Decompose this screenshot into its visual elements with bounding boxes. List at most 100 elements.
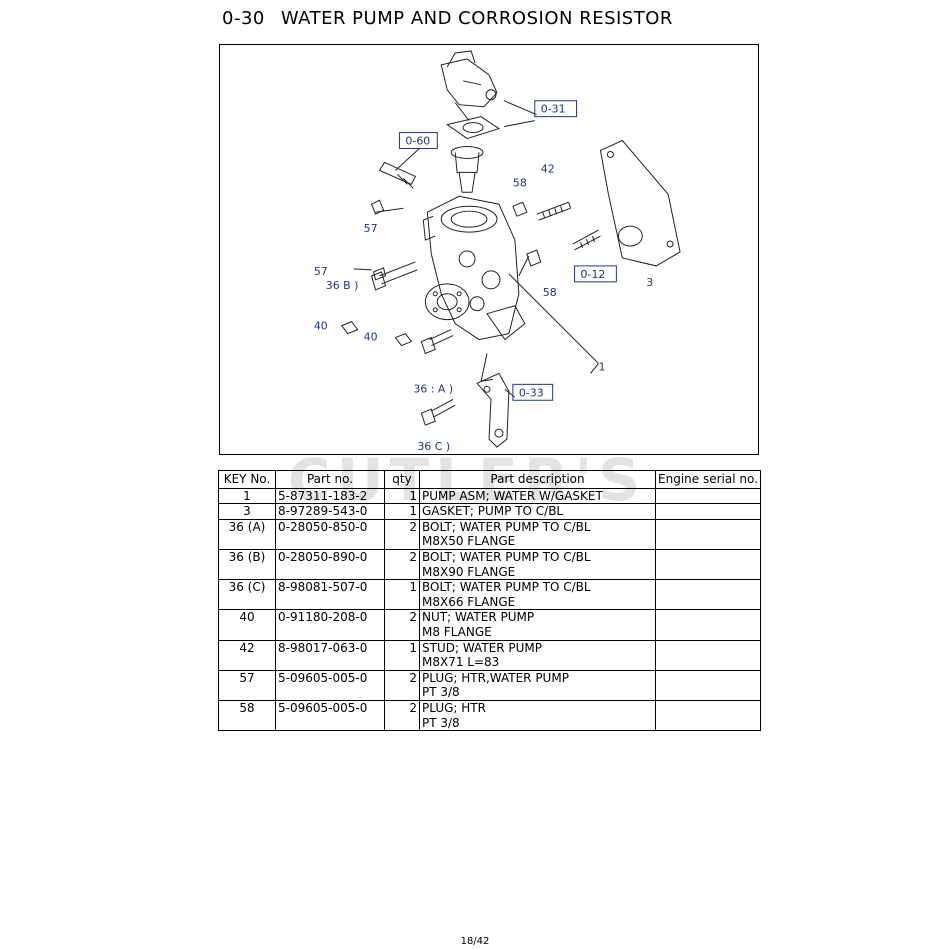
cell-description: GASKET; PUMP TO C/BL: [419, 503, 656, 520]
desc-line-1: BOLT; WATER PUMP TO C/BL: [422, 580, 591, 595]
desc-line-2: PT 3/8: [422, 715, 460, 730]
desc-line-1: STUD; WATER PUMP: [422, 640, 542, 655]
gasket-top: [446, 116, 501, 140]
cell-qty: 2: [384, 609, 420, 641]
cell-key: 42: [218, 639, 276, 671]
col-serial: Engine serial no.: [655, 470, 761, 489]
bolt-36b: [379, 261, 418, 285]
gasket-3: [599, 139, 681, 267]
cell-serial: [655, 503, 761, 520]
table-row: 36 (B) 0-28050-890-0 2 BOLT; WATER PUMP …: [218, 548, 761, 581]
cell-serial: [655, 548, 761, 581]
ref-0-60[interactable]: 0-60: [405, 135, 430, 148]
desc-line-1: BOLT; WATER PUMP TO C/BL: [422, 519, 591, 534]
key-36c: 36 C ): [417, 440, 450, 453]
key-36b: 36 B ): [326, 279, 359, 292]
cell-qty: 2: [384, 699, 420, 732]
page-number: 18/42: [460, 936, 490, 947]
section-title: WATER PUMP AND CORROSION RESISTOR: [280, 8, 673, 29]
key-57-top: 57: [364, 222, 378, 235]
key-40: 40: [364, 331, 378, 344]
col-description: Part description: [419, 470, 656, 489]
table-row: 36 (A) 0-28050-850-0 2 BOLT; WATER PUMP …: [218, 518, 761, 550]
cell-description: PUMP ASM; WATER W/GASKET: [419, 487, 656, 505]
cell-key: 1: [218, 487, 276, 505]
col-qty: qty: [384, 470, 420, 489]
desc-line-1: BOLT; WATER PUMP TO C/BL: [422, 549, 591, 564]
table-header-row: KEY No. Part no. qty Part description En…: [218, 470, 761, 489]
bracket-0-33: [476, 372, 510, 448]
pump-flange: [424, 283, 470, 321]
ref-0-33[interactable]: 0-33: [519, 386, 544, 399]
cell-qty: 2: [384, 669, 420, 701]
desc-line-2: M8 FLANGE: [422, 624, 492, 639]
parts-illustration: 0-31 0-60 0-12 0-33 42 58 57 57 36 B ) 5…: [314, 50, 681, 453]
table-row: 3 8-97289-543-0 1 GASKET; PUMP TO C/BL: [218, 503, 761, 520]
cell-part-no: 0-28050-850-0: [275, 518, 385, 550]
desc-line-1: PUMP ASM; WATER W/GASKET: [422, 488, 603, 503]
ref-0-12[interactable]: 0-12: [581, 268, 606, 281]
desc-line-1: PLUG; HTR: [422, 700, 486, 715]
desc-line-2: PT 3/8: [422, 685, 460, 700]
key-58-top: 58: [513, 176, 527, 189]
desc-line-1: NUT; WATER PUMP: [422, 610, 535, 625]
parts-table: KEY No. Part no. qty Part description En…: [218, 470, 761, 732]
cell-qty: 1: [384, 503, 420, 520]
cell-part-no: 0-28050-890-0: [275, 548, 385, 581]
desc-line-2: M8X50 FLANGE: [422, 534, 516, 549]
desc-line-2: M8X71 L=83: [422, 655, 500, 670]
cell-serial: [655, 518, 761, 550]
key-57: 57: [314, 265, 328, 278]
page-title: 0-30 WATER PUMP AND CORROSION RESISTOR: [222, 8, 673, 29]
col-key: KEY No.: [218, 470, 276, 489]
thermostat: [450, 146, 484, 159]
desc-line-2: M8X66 FLANGE: [422, 594, 516, 609]
cell-serial: [655, 639, 761, 671]
cell-key: 58: [218, 699, 276, 732]
key-58: 58: [543, 286, 557, 299]
cell-key: 36 (B): [218, 548, 276, 581]
cell-key: 57: [218, 669, 276, 701]
section-number: 0-30: [222, 8, 265, 29]
cell-key: 3: [218, 503, 276, 520]
cell-part-no: 8-97289-543-0: [275, 503, 385, 520]
pump-body: [426, 195, 520, 341]
cell-serial: [655, 609, 761, 641]
desc-line-1: PLUG; HTR,WATER PUMP: [422, 670, 569, 685]
col-part-no: Part no.: [275, 470, 385, 489]
cell-serial: [655, 699, 761, 732]
key-40-left: 40: [314, 320, 328, 333]
cell-key: 36 (A): [218, 518, 276, 550]
cell-part-no: 0-91180-208-0: [275, 609, 385, 641]
sensor: [378, 161, 417, 185]
exploded-diagram: 0-31 0-60 0-12 0-33 42 58 57 57 36 B ) 5…: [219, 44, 759, 455]
key-36a: 36 : A ): [413, 382, 453, 395]
table-row: 1 5-87311-183-2 1 PUMP ASM; WATER W/GASK…: [218, 487, 761, 505]
cell-serial: [655, 579, 761, 611]
stud-42: [536, 201, 571, 221]
table-row: 36 (C) 8-98081-507-0 1 BOLT; WATER PUMP …: [218, 579, 761, 611]
desc-line-2: M8X90 FLANGE: [422, 564, 516, 579]
cell-key: 40: [218, 609, 276, 641]
cell-qty: 2: [384, 548, 420, 581]
cell-qty: 1: [384, 487, 420, 505]
key-1: 1: [598, 360, 605, 373]
cell-qty: 1: [384, 639, 420, 671]
key-3: 3: [646, 276, 653, 289]
cell-serial: [655, 669, 761, 701]
cell-part-no: 8-98081-507-0: [275, 579, 385, 611]
cell-part-no: 5-09605-005-0: [275, 699, 385, 732]
desc-line-1: GASKET; PUMP TO C/BL: [422, 504, 564, 519]
ref-0-31[interactable]: 0-31: [541, 103, 566, 116]
cell-part-no: 8-98017-063-0: [275, 639, 385, 671]
